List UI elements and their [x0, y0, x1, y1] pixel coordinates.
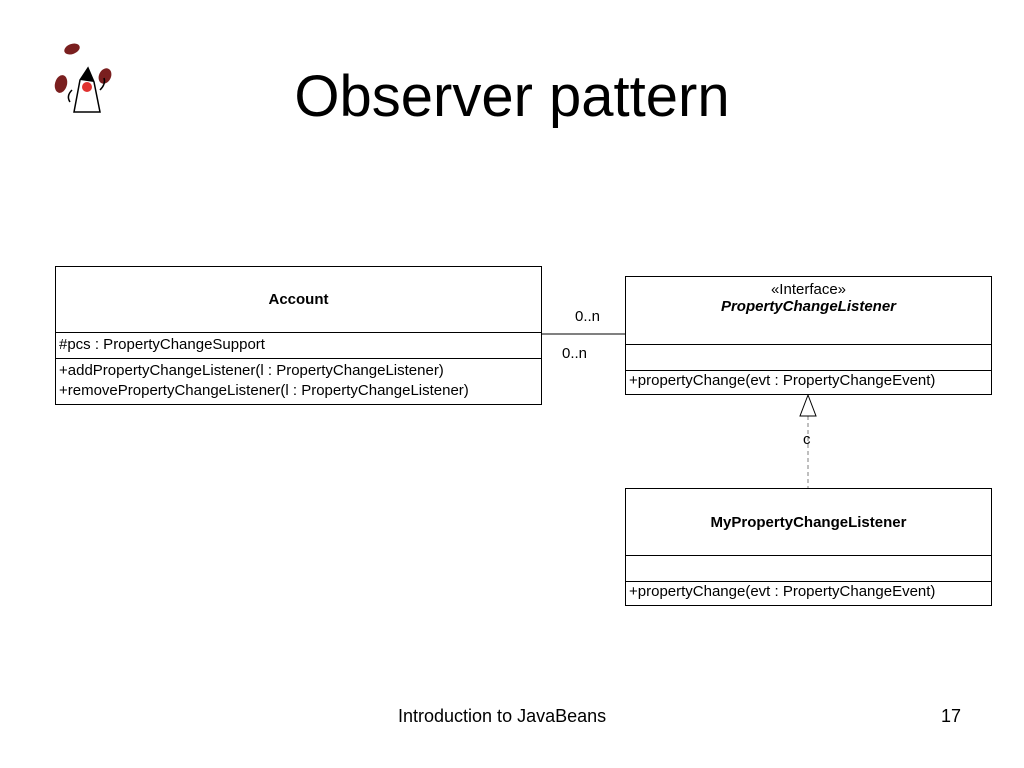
account-attribute: #pcs : PropertyChangeSupport — [59, 336, 265, 353]
slide-title: Observer pattern — [294, 64, 730, 129]
account-class-name-section: Account — [56, 267, 541, 333]
account-class: Account #pcs : PropertyChangeSupport +ad… — [55, 266, 542, 405]
my-listener-attributes-section — [626, 556, 991, 582]
interface-attributes-section — [626, 345, 991, 371]
account-operation-add: +addPropertyChangeListener(l : PropertyC… — [59, 362, 444, 379]
multiplicity-top: 0..n — [575, 308, 601, 325]
my-listener-operations-section: +propertyChange(evt : PropertyChangeEven… — [626, 582, 991, 602]
interface-stereotype: «Interface» — [770, 281, 847, 298]
interface-operations-section: +propertyChange(evt : PropertyChangeEven… — [626, 371, 991, 391]
my-listener-name-section: MyPropertyChangeListener — [626, 489, 991, 556]
property-change-listener-interface: «Interface» PropertyChangeListener +prop… — [625, 276, 992, 395]
account-attributes-section: #pcs : PropertyChangeSupport — [56, 333, 541, 359]
interface-name-section: «Interface» PropertyChangeListener — [626, 277, 991, 345]
my-listener-class-name: MyPropertyChangeListener — [710, 513, 907, 531]
duke-juggling-beans-logo-icon — [54, 43, 112, 113]
interface-operation: +propertyChange(evt : PropertyChangeEven… — [629, 372, 936, 389]
slide-footer: Introduction to JavaBeans — [398, 706, 607, 726]
realization-arrowhead — [799, 393, 817, 417]
my-listener-operation: +propertyChange(evt : PropertyChangeEven… — [629, 583, 936, 600]
account-operation-remove: +removePropertyChangeListener(l : Proper… — [59, 382, 469, 399]
account-class-name: Account — [268, 291, 329, 308]
multiplicity-bottom: 0..n — [562, 345, 588, 362]
my-property-change-listener-class: MyPropertyChangeListener +propertyChange… — [625, 488, 992, 606]
account-operations-section: +addPropertyChangeListener(l : PropertyC… — [56, 359, 541, 401]
slide-page-number: 17 — [941, 706, 962, 726]
realization-label: c — [803, 431, 811, 448]
interface-name: PropertyChangeListener — [720, 298, 897, 315]
